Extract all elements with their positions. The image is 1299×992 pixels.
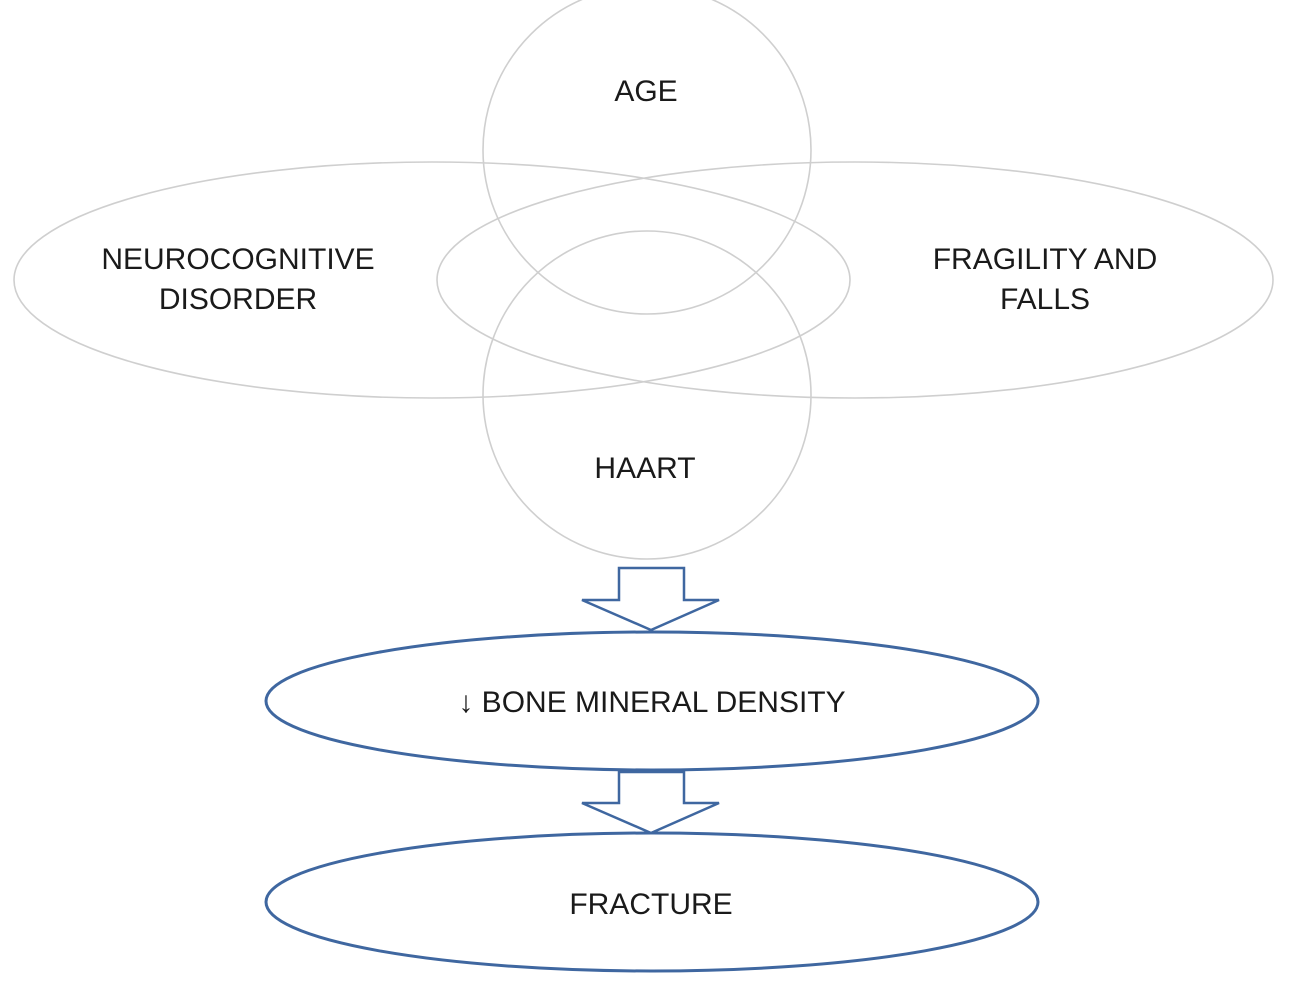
neurocognitive-label-line2: DISORDER [159, 283, 317, 316]
bone-mineral-density-ellipse [264, 630, 1040, 772]
bone-mineral-density-label: ↓ BONE MINERAL DENSITY [458, 686, 845, 719]
fracture-ellipse [264, 831, 1040, 973]
neurocognitive-disorder-ellipse [13, 161, 851, 399]
down-arrow-2 [581, 770, 720, 835]
haart-circle [482, 230, 812, 560]
neurocognitive-label-line1: NEUROCOGNITIVE [101, 243, 374, 276]
fracture-label: FRACTURE [569, 888, 732, 921]
age-circle [482, 0, 812, 315]
fragility-falls-ellipse [436, 161, 1274, 399]
haart-label: HAART [594, 452, 695, 485]
fragility-label-line1: FRAGILITY AND [933, 243, 1158, 276]
fragility-label-line2: FALLS [1000, 283, 1090, 316]
age-label: AGE [614, 75, 677, 108]
down-arrow-1 [581, 566, 720, 632]
